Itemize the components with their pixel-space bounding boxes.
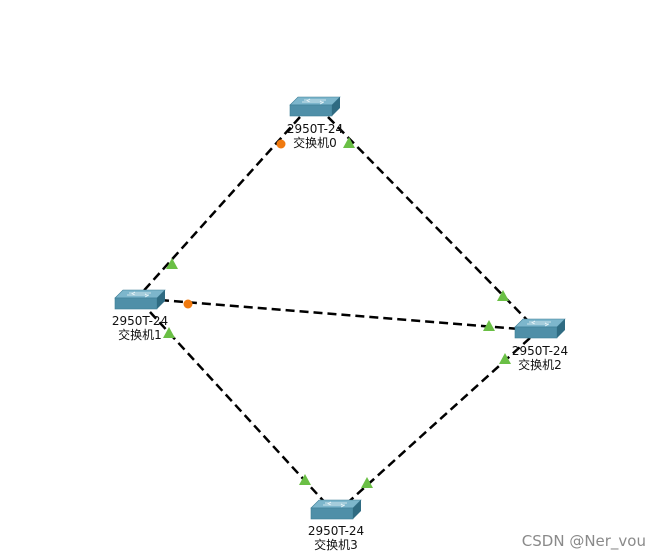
device-name: 交换机2	[518, 358, 562, 372]
port-forwarding-indicator	[361, 477, 373, 488]
port-forwarding-indicator	[343, 137, 355, 148]
device-label-sw1: 2950T-24 交换机1	[112, 314, 168, 342]
device-label-sw2: 2950T-24 交换机2	[512, 344, 568, 372]
device-label-sw0: 2950T-24 交换机0	[287, 122, 343, 150]
switch-icon-sw3[interactable]	[310, 499, 362, 520]
watermark: CSDN @Ner_vou	[521, 532, 646, 550]
port-forwarding-indicator	[166, 258, 178, 269]
device-name: 交换机1	[118, 328, 162, 342]
port-forwarding-indicator	[163, 327, 175, 338]
port-blocking-indicator	[276, 139, 286, 149]
port-forwarding-indicator	[497, 290, 509, 301]
switch-icon-sw0[interactable]	[289, 96, 341, 117]
links	[138, 116, 532, 508]
device-label-sw3: 2950T-24 交换机3	[308, 524, 364, 552]
device-model: 2950T-24	[511, 344, 569, 358]
device-model: 2950T-24	[111, 314, 169, 328]
device-model: 2950T-24	[307, 524, 365, 538]
port-indicators	[163, 137, 511, 488]
link-sw1-sw3[interactable]	[149, 311, 330, 508]
link-sw0-sw1[interactable]	[138, 116, 301, 297]
device-name: 交换机3	[314, 538, 358, 552]
link-sw1-sw2[interactable]	[159, 298, 521, 331]
port-forwarding-indicator	[499, 353, 511, 364]
device-model: 2950T-24	[286, 122, 344, 136]
port-forwarding-indicator	[299, 474, 311, 485]
port-forwarding-indicator	[483, 320, 495, 331]
switch-icon-sw2[interactable]	[514, 318, 566, 339]
switch-icon-sw1[interactable]	[114, 289, 166, 310]
port-blocking-indicator	[183, 299, 193, 309]
link-sw0-sw2[interactable]	[327, 116, 532, 325]
device-name: 交换机0	[293, 136, 337, 150]
